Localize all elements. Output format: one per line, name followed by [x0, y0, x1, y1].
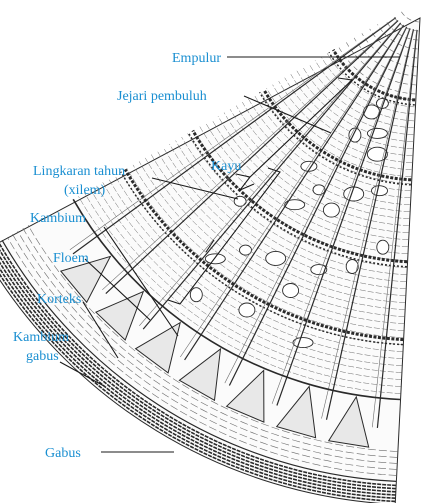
label-lingkaran-tahun: Lingkaran tahun	[33, 164, 125, 179]
vessel-element	[323, 203, 339, 217]
vessel-element	[372, 186, 388, 196]
label-lingkaran-tahun-xilem: (xilem)	[64, 183, 106, 198]
label-kambium-gabus: Kambium	[13, 330, 69, 345]
vessel-element	[205, 254, 225, 264]
label-gabus: Gabus	[45, 446, 81, 461]
vessel-element	[190, 288, 202, 302]
label-kambium: Kambium	[30, 211, 86, 226]
vessel-element	[234, 196, 246, 206]
vessel-element	[266, 251, 286, 265]
vessel-element	[283, 284, 299, 298]
vessel-element	[239, 303, 255, 317]
vessel-element	[377, 240, 389, 254]
label-empulur: Empulur	[172, 51, 221, 66]
label-kayu: Kayu	[211, 159, 241, 174]
label-korteks: Korteks	[37, 292, 81, 307]
vessel-element	[367, 128, 387, 138]
label-kambium-gabus-2: gabus	[26, 349, 59, 364]
label-floem: Floem	[53, 251, 89, 266]
label-jejari-pembuluh: Jejari pembuluh	[117, 89, 207, 104]
